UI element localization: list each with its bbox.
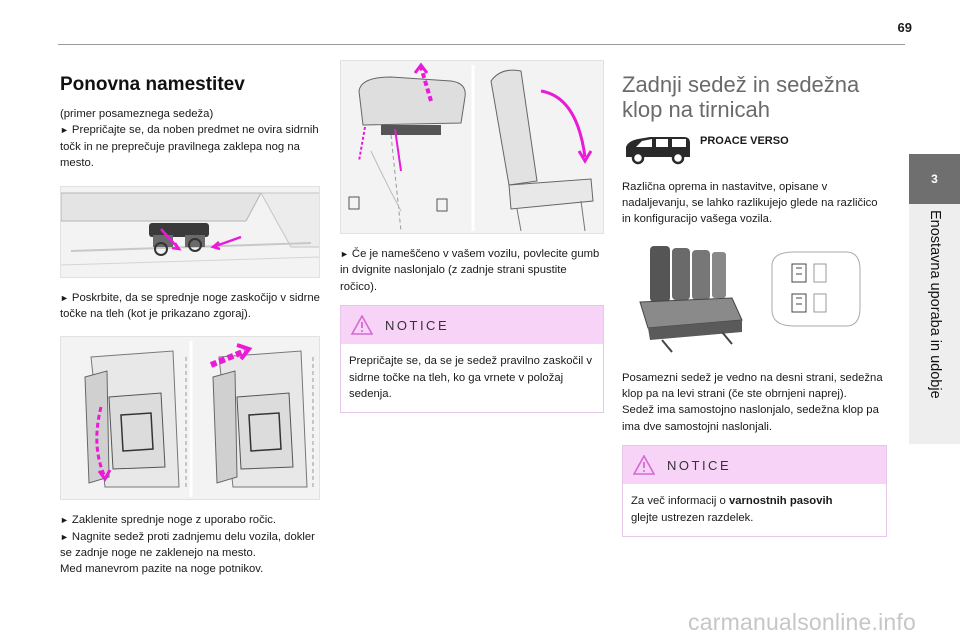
notice-text: Prepričajte se, da se je sedež pravilno … — [349, 355, 592, 400]
instruction-raise-seatback: ►Če je nameščeno v vašem vozilu, povleci… — [340, 248, 600, 293]
warning-triangle-icon — [633, 455, 655, 476]
watermark: carmanualsonline.info — [688, 609, 916, 635]
intro-text: (primer posameznega sedeža)►Prepričajte … — [60, 108, 319, 170]
notice-title: NOTICE — [385, 317, 450, 333]
van-icon — [626, 136, 690, 164]
vehicle-applicability: PROACE VERSO — [622, 133, 887, 165]
notice-box: NOTICE Prepričajte se, da se je sedež pr… — [340, 305, 604, 414]
column-2: ►Če je nameščeno v vašem vozilu, povleci… — [340, 60, 604, 414]
intro-text: Različna oprema in nastavitve, opisane v… — [622, 180, 878, 226]
vehicle-name: PROACE VERSO — [700, 134, 789, 147]
bullet-arrow: ► — [60, 515, 69, 526]
header-rule — [58, 44, 905, 45]
chapter-sidebar — [909, 204, 960, 444]
notice-body: Prepričajte se, da se je sedež pravilno … — [341, 344, 603, 412]
chapter-tab[interactable]: 3 — [909, 154, 960, 204]
seatback-raise-illustration — [340, 60, 604, 234]
seat-configuration-text: Posamezni sedež je vedno na desni strani… — [622, 371, 883, 433]
seat-lock-illustration — [60, 336, 320, 501]
bullet-arrow: ► — [340, 249, 349, 259]
section-title: Zadnji sedež in sedežna klop na tirnicah — [622, 72, 860, 123]
section-title: Ponovna namestitev — [60, 74, 245, 95]
notice-header: NOTICE — [341, 306, 603, 345]
notice-title: NOTICE — [667, 457, 732, 473]
bullet-arrow: ► — [60, 292, 69, 303]
column-1: Ponovna namestitev (primer posameznega s… — [60, 60, 320, 578]
instruction-feet-anchor: ►Poskrbite, da se sprednje noge zaskočij… — [60, 291, 320, 320]
bullet-arrow: ► — [60, 125, 69, 136]
chapter-title: Enostavna uporaba in udobje — [927, 210, 943, 399]
page-number: 69 — [897, 20, 912, 35]
bullet-arrow: ► — [60, 531, 69, 542]
instruction-lock-feet: ►Zaklenite sprednje noge z uporabo ročic… — [60, 514, 315, 576]
notice-box: NOTICE Za več informacij o varnostnih pa… — [622, 445, 887, 537]
rail-seats-illustration — [622, 239, 872, 358]
column-3: Zadnji sedež in sedežna klop na tirnicah… — [622, 60, 887, 537]
notice-header: NOTICE — [623, 446, 886, 485]
seatbelt-link[interactable]: varnostnih pasovih — [728, 495, 833, 508]
warning-triangle-icon — [351, 315, 373, 335]
floor-anchor-illustration — [60, 185, 320, 278]
